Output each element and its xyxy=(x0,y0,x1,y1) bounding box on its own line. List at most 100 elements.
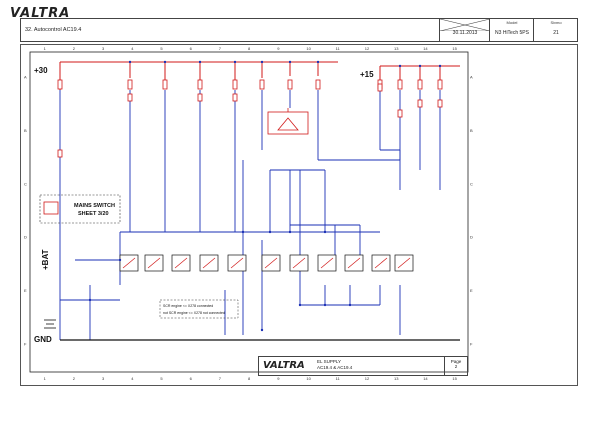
grid-col-label: 2 xyxy=(73,46,76,51)
grid-row-label: C xyxy=(470,181,473,186)
junction-dot xyxy=(418,64,422,68)
junction-dot xyxy=(260,328,264,332)
grid-col-label: 1 xyxy=(44,376,47,381)
date-cell: 30.11.2013 xyxy=(439,19,490,41)
grid-col-label: 12 xyxy=(365,376,370,381)
rail-label-plus15: +15 xyxy=(360,70,374,79)
sheet-title: 32. Autocontrol AC19.4 xyxy=(25,27,82,33)
footer-valtra-logo: VALTRA xyxy=(263,360,305,371)
grid-col-label: 7 xyxy=(219,376,222,381)
grid-col-label: 8 xyxy=(248,376,251,381)
grid-col-label: 3 xyxy=(102,46,105,51)
grid-col-label: 6 xyxy=(190,46,193,51)
grid-col-label: 9 xyxy=(277,46,280,51)
grid-col-label: 6 xyxy=(190,376,193,381)
junction-dot xyxy=(316,60,320,64)
fuse xyxy=(232,79,238,90)
grid-col-label: 15 xyxy=(452,46,457,51)
model-cell: Model N3 HiTech 5PS xyxy=(489,19,534,41)
grid-col-label: 2 xyxy=(73,376,76,381)
footer-description: EL SUPPLY AC19.4 & AC19.4 xyxy=(317,359,352,371)
grid-row-label: D xyxy=(24,235,27,240)
scr-note-line2: not SCR engine <= X278 not connected xyxy=(163,311,225,315)
fuse xyxy=(417,99,423,108)
schematic-border xyxy=(29,51,469,373)
grid-col-label: 10 xyxy=(306,376,311,381)
footer-desc-line2: AC19.4 & AC19.4 xyxy=(317,365,353,370)
fuse xyxy=(377,83,383,92)
junction-dot xyxy=(198,60,202,64)
footer-desc-line1: EL SUPPLY xyxy=(317,359,342,364)
footer-title-block: VALTRA EL SUPPLY AC19.4 & AC19.4 Page 2 xyxy=(258,356,468,376)
junction-dot xyxy=(268,230,272,234)
grid-col-label: 11 xyxy=(336,376,341,381)
fuse xyxy=(197,79,203,90)
battery-symbol xyxy=(44,319,56,329)
grid-col-label: 7 xyxy=(219,46,222,51)
control-module xyxy=(267,108,309,135)
drawing-frame xyxy=(20,44,578,386)
fuse xyxy=(437,79,443,90)
junction-dot xyxy=(348,303,352,307)
crossed-box-icon xyxy=(440,19,490,31)
junction-dot xyxy=(233,60,237,64)
grid-row-label: A xyxy=(470,75,473,80)
relay-symbols xyxy=(119,254,414,272)
grid-row-label: E xyxy=(470,288,473,293)
fuse-symbols xyxy=(57,79,443,158)
mains-switch-line1: MAINS SWITCH xyxy=(74,203,115,209)
mains-switch-line2: SHEET 3/20 xyxy=(78,211,109,217)
grid-col-label: 14 xyxy=(423,46,428,51)
fuse xyxy=(315,79,321,90)
junction-dot xyxy=(241,230,245,234)
grid-col-label: 14 xyxy=(423,376,428,381)
grid-col-label: 4 xyxy=(131,46,134,51)
scr-note-box xyxy=(159,299,239,319)
junction-dot xyxy=(260,60,264,64)
grid-col-label: 13 xyxy=(394,46,399,51)
grid-col-label: 4 xyxy=(131,376,134,381)
rail-label-plusbat: +BAT xyxy=(41,249,50,270)
grid-row-label: A xyxy=(24,75,27,80)
model-label: Model xyxy=(506,20,518,25)
scr-note-line1: SCR engine <= X278 connected xyxy=(163,304,213,308)
grid-col-label: 12 xyxy=(365,46,370,51)
grid-row-label: E xyxy=(24,288,27,293)
title-block: 32. Autocontrol AC19.4 30.11.2013 Model … xyxy=(20,18,578,42)
sheet-label: Sivmo xyxy=(550,20,562,25)
grid-col-label: 13 xyxy=(394,376,399,381)
fuse xyxy=(127,79,133,90)
grid-col-label: 15 xyxy=(452,376,457,381)
junction-dot xyxy=(323,230,327,234)
mains-switch-symbol xyxy=(43,201,59,215)
fuse xyxy=(287,79,293,90)
rail-label-gnd: GND xyxy=(34,335,52,344)
junction-dot xyxy=(118,258,122,262)
junction-dot xyxy=(438,64,442,68)
junction-dot xyxy=(163,60,167,64)
fuse xyxy=(232,93,238,102)
junction-dot xyxy=(88,298,92,302)
fuse xyxy=(127,93,133,102)
grid-col-label: 3 xyxy=(102,376,105,381)
footer-page-value: 2 xyxy=(454,364,458,369)
grid-col-label: 9 xyxy=(277,376,280,381)
fuse xyxy=(57,79,63,90)
fuse xyxy=(57,149,63,158)
footer-page-label: Page xyxy=(450,359,462,364)
fuse xyxy=(259,79,265,90)
grid-row-label: F xyxy=(24,341,27,346)
grid-row-label: B xyxy=(470,128,473,133)
junction-dots xyxy=(88,60,442,332)
footer-page-cell: Page 2 xyxy=(444,357,467,375)
fuse xyxy=(197,93,203,102)
junction-dot xyxy=(288,230,292,234)
grid-col-label: 8 xyxy=(248,46,251,51)
grid-row-label: B xyxy=(24,128,27,133)
fuse xyxy=(397,79,403,90)
grid-row-label: D xyxy=(470,235,473,240)
